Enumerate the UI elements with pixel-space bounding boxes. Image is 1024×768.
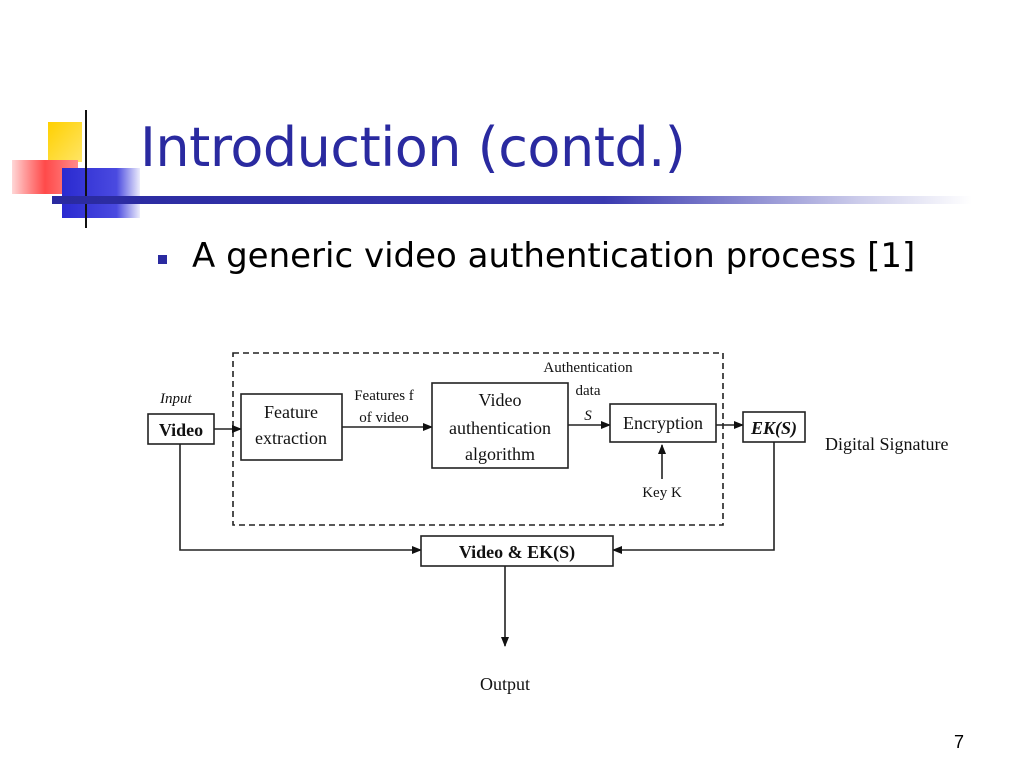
digital-signature-label: Digital Signature — [825, 434, 948, 454]
auth-algorithm-line1: Video — [479, 390, 522, 410]
auth-algorithm-line3: algorithm — [465, 444, 535, 464]
auth-algorithm-line2: authentication — [449, 418, 551, 438]
auth-data-line1: Authentication — [543, 360, 633, 376]
title-underline — [52, 196, 972, 204]
arrow-video-to-combined — [179, 444, 422, 554]
features-label-line1: Features f — [354, 388, 414, 404]
signature-box-label: EK(S) — [750, 418, 797, 439]
deco-yellow-square — [48, 122, 82, 162]
combined-box — [420, 535, 614, 567]
auth-data-line3: S — [584, 408, 592, 424]
video-box-label: Video — [159, 420, 203, 440]
bullet-square-icon — [158, 254, 167, 264]
bullet-text: A generic video authentication process [… — [192, 236, 916, 276]
auth-algorithm-box — [431, 382, 569, 469]
combined-box-label: Video & EK(S) — [459, 542, 575, 563]
deco-blue-square — [62, 168, 140, 218]
key-label: Key K — [642, 485, 682, 501]
slide-number: 7 — [953, 732, 964, 752]
auth-data-line2: data — [576, 383, 601, 399]
arrow-signature-to-combined — [612, 442, 775, 554]
feature-extraction-line1: Feature — [264, 402, 318, 422]
feature-extraction-line2: extraction — [255, 428, 327, 448]
input-label: Input — [159, 391, 192, 407]
features-label-line2: of video — [359, 410, 409, 426]
dashed-boundary — [232, 352, 724, 526]
title-decoration — [12, 110, 140, 228]
encryption-label: Encryption — [623, 413, 703, 433]
bullet-item: A generic video authentication process [… — [158, 236, 915, 276]
slide-title: Introduction (contd.) — [140, 116, 686, 179]
encryption-box — [609, 403, 717, 443]
output-label: Output — [480, 674, 530, 694]
signature-box — [742, 411, 806, 443]
authentication-diagram: Input Video Feature extraction Features … — [147, 352, 948, 694]
video-box — [147, 413, 215, 445]
